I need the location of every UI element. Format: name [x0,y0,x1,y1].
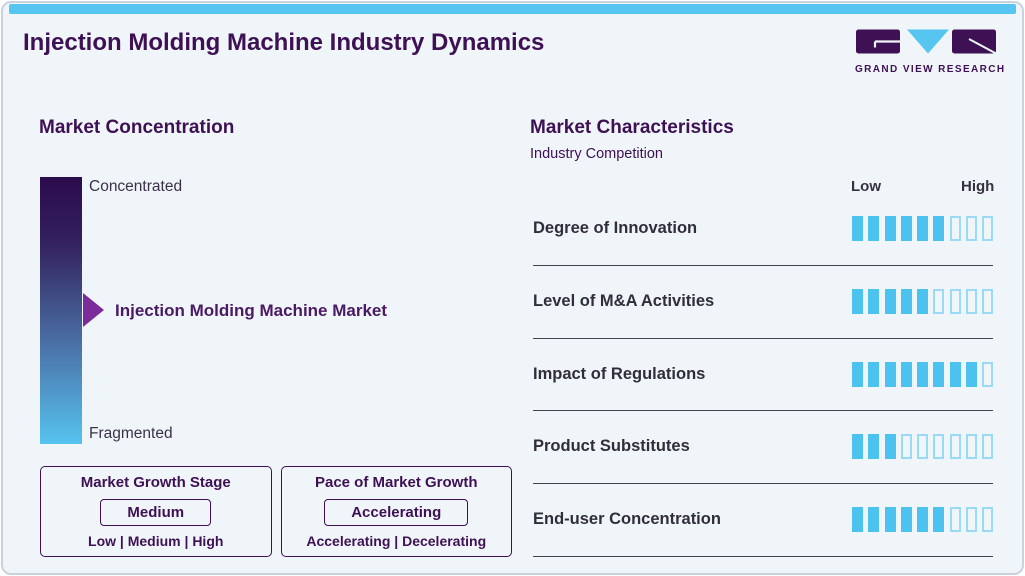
rating-segment-filled [868,288,880,314]
rating-segment-filled [868,216,880,241]
growth-box-value: Medium [100,498,212,526]
rating-segment-empty [949,288,961,314]
rating-segment-filled [884,361,896,387]
gvr-logo-icon [856,29,997,55]
row-divider [533,555,993,557]
rating-segment-empty [965,434,977,460]
rating-segment-filled [917,361,928,387]
rating-segment-empty [949,434,961,460]
rating-segment-filled [949,361,961,387]
rating-segment-filled [917,216,928,241]
rating-segment-filled [852,216,863,241]
rating-segment-filled [933,507,945,532]
rating-segment-filled [900,507,912,532]
rating-segment-filled [884,216,896,241]
market-position-arrow-icon [83,293,104,327]
rating-segment-filled [852,361,863,387]
characteristic-row: Level of M&A Activities [533,288,993,314]
rating-segment-filled [868,434,880,460]
rating-segment-filled [933,216,945,241]
industry-competition-subheading: Industry Competition [530,146,663,162]
rating-bar [852,288,993,314]
characteristic-label: Level of M&A Activities [533,291,715,310]
characteristic-row: Impact of Regulations [533,361,993,387]
rating-segment-filled [900,216,912,241]
page-title: Injection Molding Machine Industry Dynam… [23,29,545,56]
rating-segment-filled [884,288,896,314]
rating-segment-empty [917,434,928,460]
growth-box-title: Market Growth Stage [80,474,231,491]
rating-segment-empty [982,434,993,460]
rating-segment-filled [852,434,863,460]
rating-segment-filled [868,361,880,387]
growth-box-value: Accelerating [324,498,469,526]
rating-segment-empty [949,507,961,532]
rating-segment-empty [982,507,993,532]
rating-segment-empty [933,288,945,314]
concentration-gradient-bar [40,177,82,444]
gvr-logo: GRAND VIEW RESEARCH [855,29,1006,75]
characteristic-row: End-user Concentration [533,507,993,532]
rating-segment-empty [982,216,993,241]
growth-box-title: Pace of Market Growth [314,474,478,491]
rating-segment-filled [917,288,928,314]
characteristic-row: Product Substitutes [533,434,993,460]
rating-bar [852,434,993,460]
rating-segment-filled [884,434,896,460]
rating-segment-filled [900,288,912,314]
rating-segment-filled [900,361,912,387]
fragmented-label: Fragmented [89,425,173,442]
rating-bar [852,361,993,387]
characteristic-label: Impact of Regulations [533,364,706,383]
rating-segment-empty [965,288,977,314]
rating-segment-filled [868,507,880,532]
characteristic-label: End-user Concentration [533,510,721,528]
row-divider [533,265,993,266]
row-divider [533,337,993,339]
concentrated-label: Concentrated [89,178,183,195]
rating-segment-filled [852,507,863,532]
rating-segment-empty [900,434,912,460]
rating-segment-filled [852,288,863,314]
gvr-logo-wordmark: GRAND VIEW RESEARCH [855,64,1006,75]
rating-segment-empty [982,288,993,314]
rating-segment-empty [982,361,993,387]
section-heading-market-characteristics: Market Characteristics [530,117,734,138]
rating-segment-filled [965,361,977,387]
characteristic-label: Product Substitutes [533,437,690,456]
rating-segment-filled [917,507,928,532]
rating-segment-empty [965,216,977,241]
top-accent-bar [9,4,1016,14]
rating-segment-filled [884,507,896,532]
growth-box-options: Accelerating | Decelerating [306,533,487,549]
rating-segment-empty [949,216,961,241]
scale-high-label: High [961,178,995,195]
section-heading-market-concentration: Market Concentration [39,117,235,138]
rating-bar [852,216,993,241]
rating-segment-empty [933,434,945,460]
scale-low-label: Low [851,178,881,195]
characteristic-row: Degree of Innovation [533,216,993,241]
rating-bar [852,507,993,532]
market-position-label: Injection Molding Machine Market [115,301,388,320]
rating-segment-empty [965,507,977,532]
row-divider [533,410,993,412]
characteristic-label: Degree of Innovation [533,219,698,237]
rating-segment-filled [933,361,945,387]
growth-box-options: Low | Medium | High [88,533,224,549]
row-divider [533,483,993,485]
